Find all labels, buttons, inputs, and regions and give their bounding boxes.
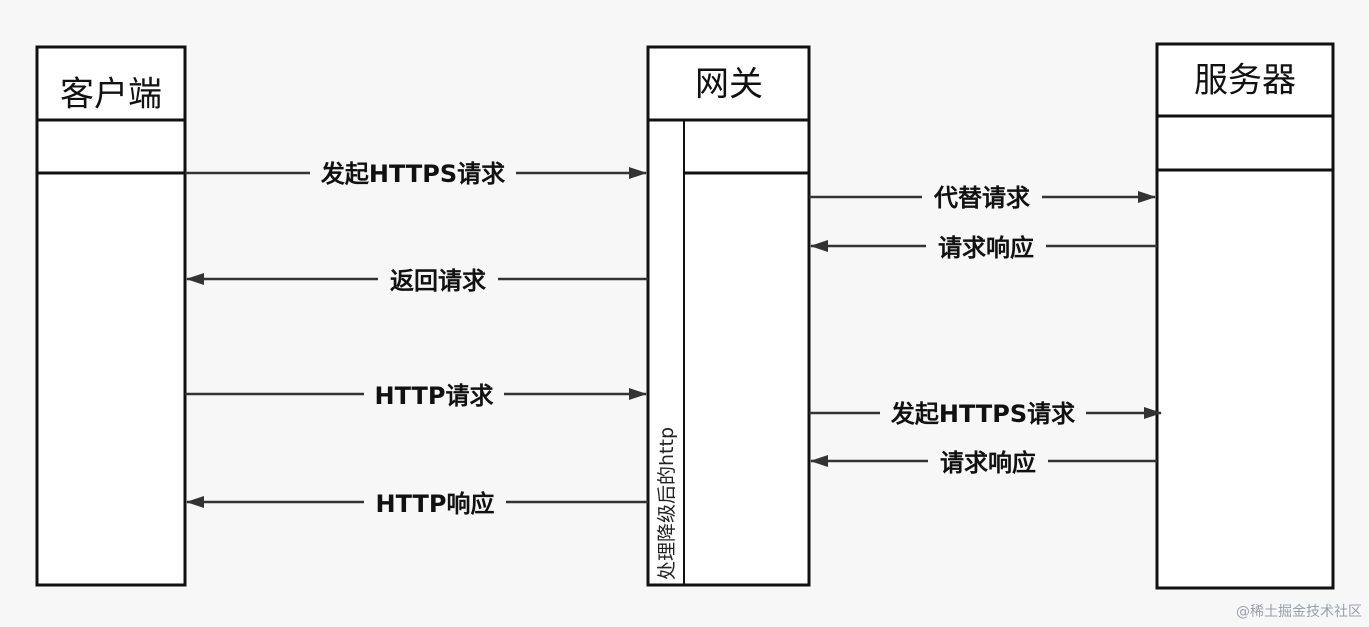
message-4-label: 返回请求: [390, 267, 486, 295]
server-title: 服务器: [1194, 61, 1296, 101]
gateway-title: 网关: [695, 65, 763, 105]
lifeline-client: 客户端: [35, 45, 187, 587]
message-2: 代替请求: [809, 182, 1156, 214]
message-3: 请求响应: [810, 232, 1157, 264]
message-7: 请求响应: [810, 447, 1157, 479]
message-6-label: 发起HTTPS请求: [890, 400, 1075, 428]
lifeline-server: 服务器: [1155, 42, 1335, 590]
message-7-label: 请求响应: [940, 449, 1036, 477]
gateway-note: 处理降级后的http: [656, 427, 678, 580]
message-8-label: HTTP响应: [376, 490, 495, 518]
message-2-label: 代替请求: [933, 184, 1030, 212]
message-8: HTTP响应: [186, 488, 648, 520]
message-1: 发起HTTPS请求: [185, 158, 647, 190]
message-5: HTTP请求: [185, 380, 647, 412]
lifeline-gateway: 网关 处理降级后的http: [646, 45, 811, 587]
client-title: 客户端: [60, 75, 162, 115]
message-3-label: 请求响应: [938, 234, 1034, 262]
watermark: @稀土掘金技术社区: [1236, 604, 1362, 620]
message-4: 返回请求: [186, 265, 648, 297]
message-5-label: HTTP请求: [375, 382, 494, 410]
message-6: 发起HTTPS请求: [809, 398, 1162, 430]
message-1-label: 发起HTTPS请求: [320, 160, 505, 188]
